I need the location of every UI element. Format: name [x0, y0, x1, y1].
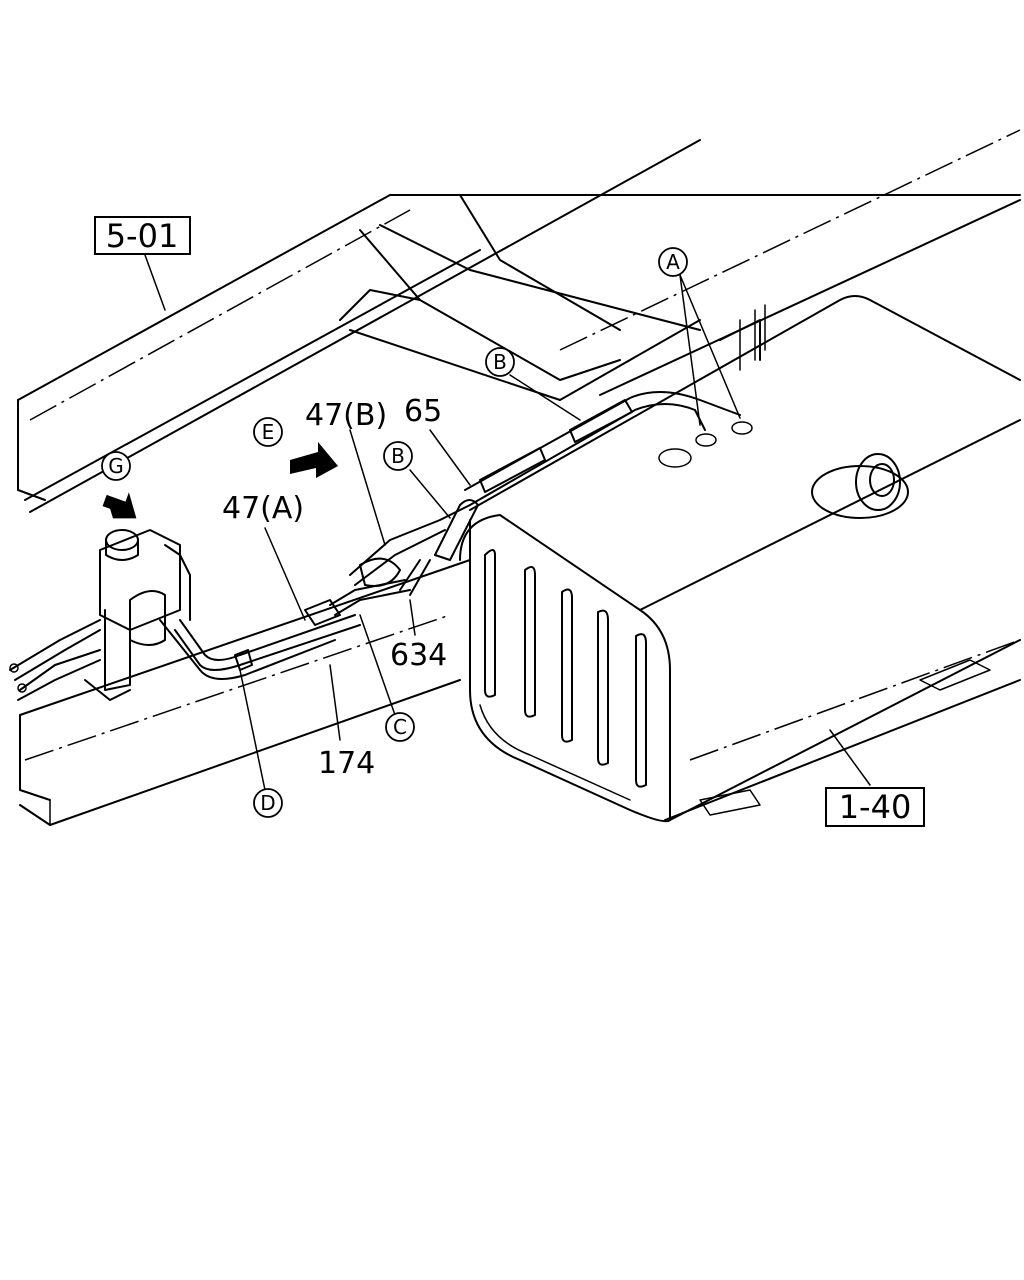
arrow-g-icon	[102, 492, 137, 519]
leader-lines	[144, 254, 871, 791]
part-47b-label: 47(B)	[305, 398, 387, 433]
frame-rail-upper	[17, 129, 1021, 513]
callout-b2-label: B	[391, 444, 405, 468]
part-634-label: 634	[390, 638, 447, 673]
ref-box-frame	[94, 216, 191, 255]
frame-rail-lower	[19, 559, 1021, 826]
callout-e-label: E	[262, 420, 275, 444]
arrow-e-icon	[290, 442, 338, 478]
callout-a-circle	[658, 247, 688, 277]
callout-b2-circle	[383, 441, 413, 471]
callout-b1-circle	[485, 347, 515, 377]
callout-d-label: D	[260, 791, 275, 815]
callout-c-label: C	[393, 715, 407, 739]
callout-g-circle	[101, 451, 131, 481]
filter-assembly	[9, 529, 191, 701]
ref-tank-label: 1-40	[839, 788, 912, 826]
callout-a-label: A	[666, 250, 680, 274]
ref-box-tank	[825, 787, 925, 827]
fuel-tank	[459, 295, 1021, 823]
part-174-label: 174	[318, 746, 375, 781]
part-65-label: 65	[404, 394, 442, 429]
callout-d-circle	[253, 788, 283, 818]
ref-frame-label: 5-01	[106, 217, 179, 255]
callout-g-label: G	[108, 454, 124, 478]
callout-b1-label: B	[493, 350, 507, 374]
callout-e-circle	[253, 417, 283, 447]
fuel-lines	[159, 390, 741, 680]
callout-c-circle	[385, 712, 415, 742]
part-47a-label: 47(A)	[222, 491, 304, 526]
